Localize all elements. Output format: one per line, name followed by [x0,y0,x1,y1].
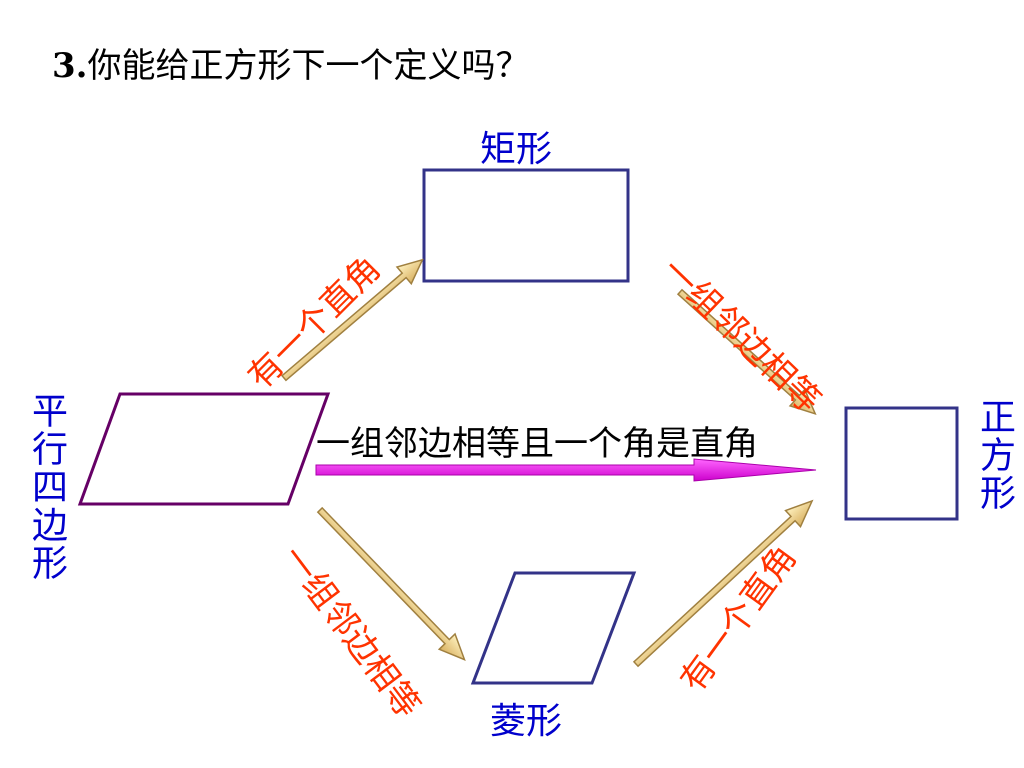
rectangle-label: 矩形 [480,129,553,170]
question-number: 3. [52,46,88,86]
arrow-para-to-rect [280,258,424,382]
arrow-para-to-square [315,458,817,482]
rhombus-shape [470,571,637,685]
parallelogram-label: 平行四边形 [26,392,67,582]
question-title: 3.你能给正方形下一个定义吗？ [52,38,530,87]
arrow-rhombus-to-square [632,499,814,668]
question-text: 你能给正方形下一个定义吗？ [87,46,530,86]
square-shape [844,406,959,521]
arrow-rect-to-square [676,288,817,415]
parallelogram-shape [77,392,331,506]
condition-para-to-square: 一组邻边相等且一个角是直角 [316,424,758,464]
rhombus-label: 菱形 [490,701,563,742]
arrow-para-to-rhombus [316,506,466,661]
rectangle-shape [422,168,630,283]
square-label: 正方形 [974,398,1015,512]
